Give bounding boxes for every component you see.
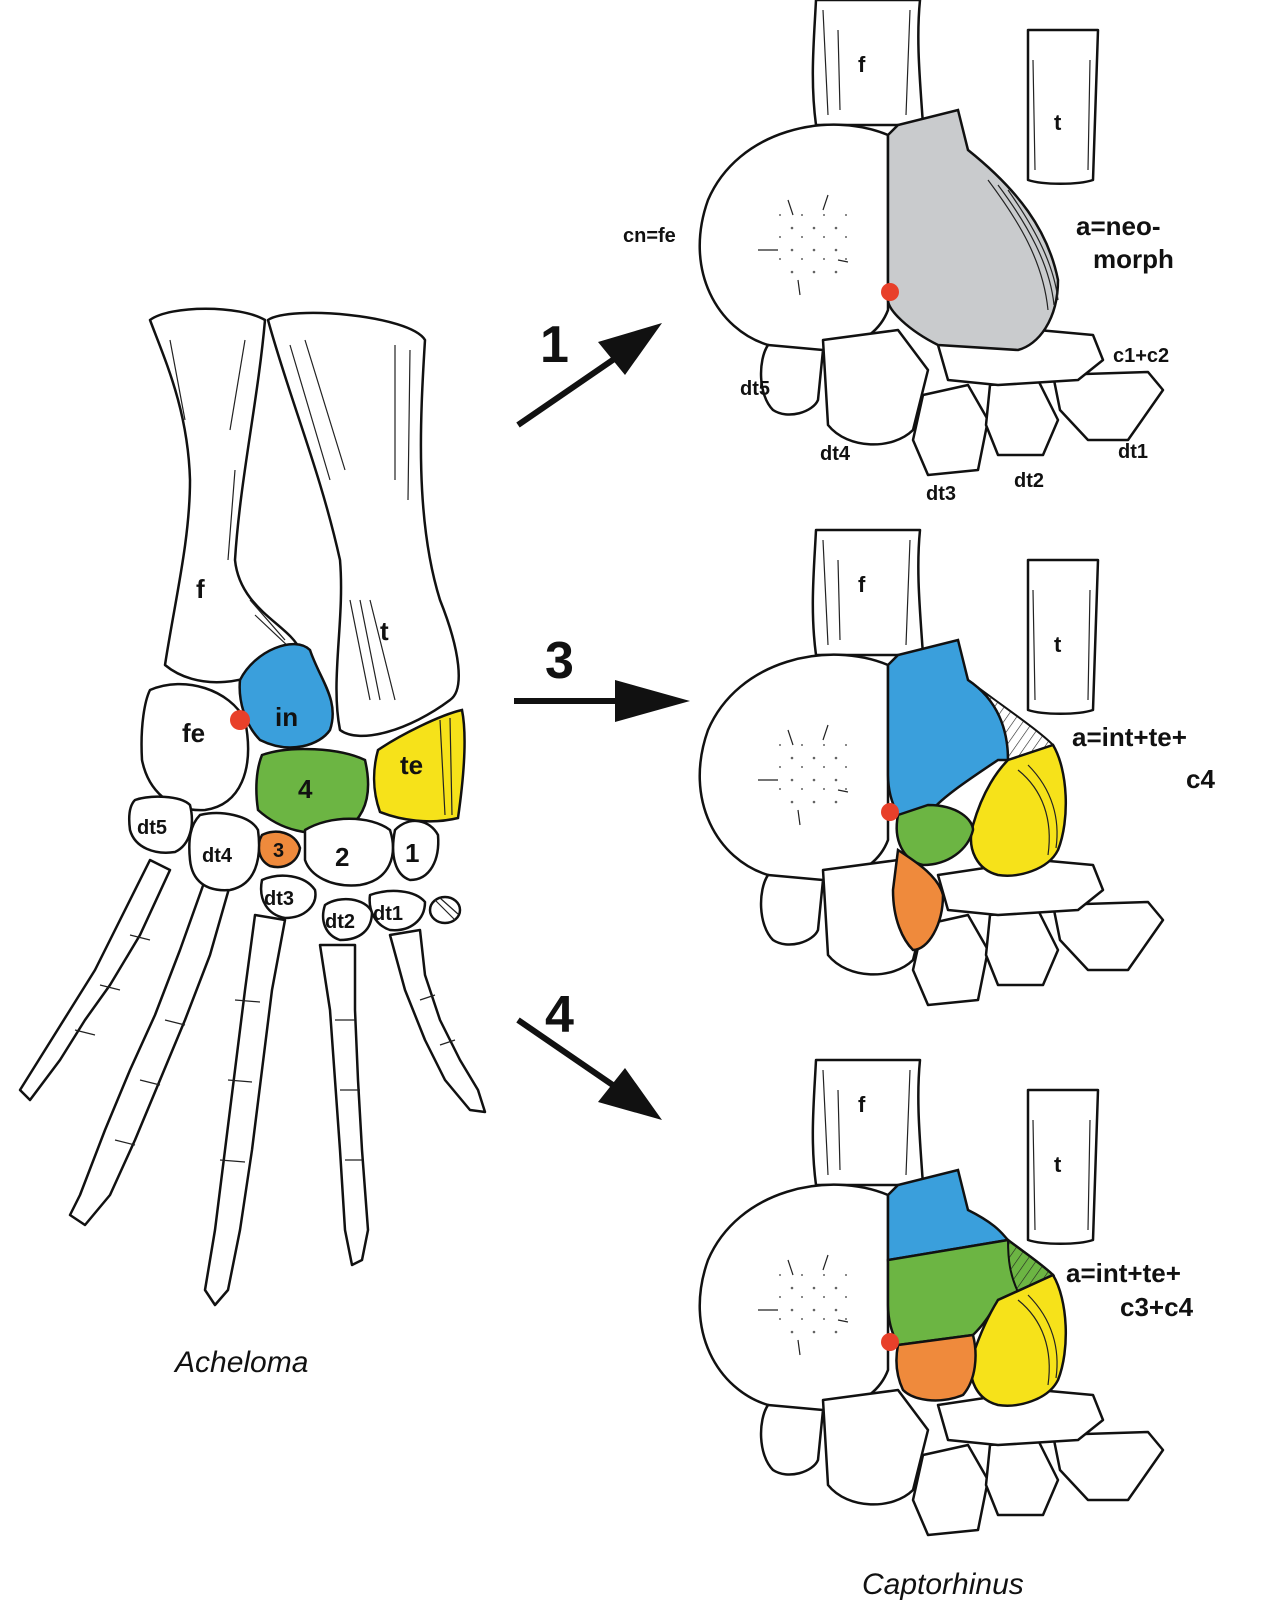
acheloma-label-3: 3: [273, 840, 284, 862]
p1-label-dt2: dt2: [1014, 470, 1044, 492]
p4-label-a1: a=int+te+: [1066, 1258, 1181, 1288]
p1-label-f: f: [858, 52, 866, 77]
acheloma-label-2: 2: [335, 842, 349, 872]
p4-label-a2: c3+c4: [1120, 1292, 1194, 1322]
toe-2: [320, 945, 368, 1265]
arrow-3: 3: [514, 632, 690, 722]
reference-point-4: [881, 1333, 899, 1351]
acheloma-label-1: 1: [405, 838, 419, 868]
taxon-captorhinus: Captorhinus: [862, 1568, 1024, 1601]
arrow-3-number: 3: [545, 632, 574, 690]
p1-label-a1: a=neo-: [1076, 211, 1161, 241]
fibula-bone: [150, 309, 300, 682]
taxon-acheloma: Acheloma: [173, 1346, 308, 1379]
acheloma-label-dt2: dt2: [325, 911, 355, 933]
captorhinus-panel-4: f t a=int+te+ c3+c4: [700, 1060, 1194, 1535]
acheloma-label-dt1: dt1: [373, 903, 403, 925]
p3-label-a2: c4: [1186, 764, 1215, 794]
acheloma-label-fe: fe: [182, 718, 205, 748]
captorhinus-panel-1: f t cn=fe a=neo- morph c1+c2 dt5 dt4 dt3…: [623, 0, 1174, 505]
acheloma-label-te: te: [400, 750, 423, 780]
reference-point-3: [881, 803, 899, 821]
acheloma-label-in: in: [275, 702, 298, 732]
p1-label-dt3: dt3: [926, 483, 956, 505]
astragalus-element3: [896, 1335, 975, 1400]
acheloma-label-dt4: dt4: [202, 845, 233, 867]
p1-label-t: t: [1054, 110, 1062, 135]
arrow-1-number: 1: [540, 316, 569, 374]
toe-3: [205, 915, 285, 1305]
reference-point-1: [881, 283, 899, 301]
p1-label-cn: cn=fe: [623, 225, 676, 247]
toe-4: [70, 880, 230, 1225]
p3-label-a1: a=int+te+: [1072, 722, 1187, 752]
acheloma-label-4: 4: [298, 774, 313, 804]
p1-label-dt1: dt1: [1118, 441, 1148, 463]
p1-label-dt5: dt5: [740, 378, 770, 400]
arrow-4: 4: [518, 986, 662, 1120]
p1-label-c1c2: c1+c2: [1113, 345, 1169, 367]
acheloma-label-t: t: [380, 616, 389, 646]
arrow-4-number: 4: [545, 986, 574, 1044]
p4-label-f: f: [858, 1092, 866, 1117]
captorhinus-panel-3: f t a=int+te+ c4: [700, 530, 1216, 1005]
p1-label-a2: morph: [1093, 244, 1174, 274]
acheloma-label-f: f: [196, 574, 205, 604]
toe-1: [390, 930, 485, 1112]
p3-label-f: f: [858, 572, 866, 597]
p3-label-t: t: [1054, 632, 1062, 657]
reference-point: [230, 710, 250, 730]
p4-label-t: t: [1054, 1152, 1062, 1177]
arrow-1: 1: [518, 316, 662, 425]
acheloma-foot: f t fe in 4 te 3 2 1 dt5 dt4 dt3 dt2 dt1…: [20, 309, 485, 1379]
acheloma-label-dt5: dt5: [137, 817, 167, 839]
acheloma-label-dt3: dt3: [264, 888, 294, 910]
p1-label-dt4: dt4: [820, 443, 851, 465]
